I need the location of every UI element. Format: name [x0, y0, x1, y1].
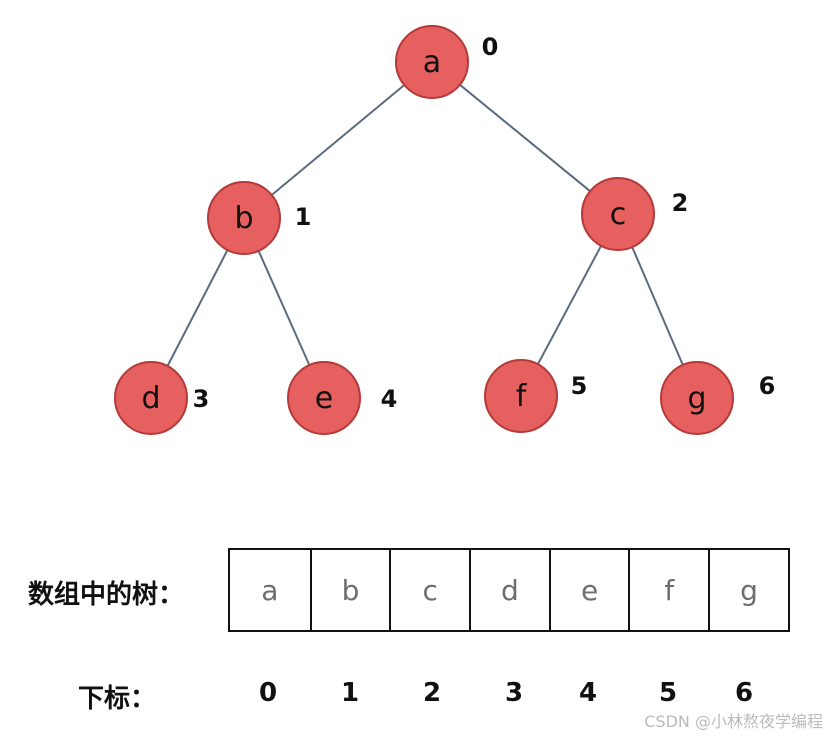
tree-edge-a-b	[271, 84, 405, 196]
array-cell: g	[708, 550, 788, 630]
array-index-label: 6	[734, 678, 754, 708]
array-cell: b	[309, 550, 390, 630]
tree-node-label: a	[423, 45, 441, 80]
array-index-label: 1	[340, 678, 360, 708]
array-cell: c	[389, 550, 469, 630]
tree-node-circle	[660, 361, 734, 435]
tree-node-label: f	[516, 379, 528, 414]
array-cell: d	[469, 550, 549, 630]
tree-node-circle	[114, 361, 188, 435]
array-cell: f	[628, 550, 708, 630]
tree-edges	[166, 84, 684, 367]
tree-node-index-label: 5	[571, 372, 588, 400]
tree-node-circle	[395, 25, 469, 99]
tree-edge-b-e	[257, 250, 311, 366]
tree-node-circle	[287, 361, 361, 435]
array-cell: a	[261, 573, 279, 607]
array-cell: e	[548, 550, 629, 630]
tree-edge-b-d	[166, 249, 229, 367]
tree-node-label: c	[610, 197, 627, 232]
array-row-title: 数组中的树：	[28, 580, 185, 610]
tree-node-circle	[207, 181, 281, 255]
tree-edge-c-f	[537, 245, 602, 365]
csdn-watermark: CSDN @小林熬夜学编程	[644, 712, 823, 731]
tree-node-circle	[484, 359, 558, 433]
tree-node-label: b	[234, 201, 253, 236]
tree-node-index-label: 2	[672, 189, 689, 217]
array-index-label: 5	[658, 678, 678, 708]
tree-node-index-label: 0	[482, 33, 499, 61]
index-row-title: 下标：	[78, 684, 157, 714]
tree-node-circle	[581, 177, 655, 251]
tree-node-index-label: 3	[193, 385, 210, 413]
tree-node-index-label: 1	[295, 203, 312, 231]
array-index-label: 3	[504, 678, 524, 708]
tree-node-label: e	[315, 381, 333, 416]
array-index-label: 4	[578, 678, 598, 708]
array-index-label: 2	[422, 678, 442, 708]
tree-edge-c-g	[631, 246, 684, 366]
array-index-label: 0	[258, 678, 278, 708]
tree-node-label: g	[687, 381, 706, 416]
tree-edge-a-c	[459, 84, 591, 192]
array-representation: a b c d e f g	[228, 548, 790, 632]
tree-node-label: d	[141, 381, 160, 416]
tree-node-index-label: 4	[381, 385, 398, 413]
tree-node-index-label: 6	[759, 372, 776, 400]
